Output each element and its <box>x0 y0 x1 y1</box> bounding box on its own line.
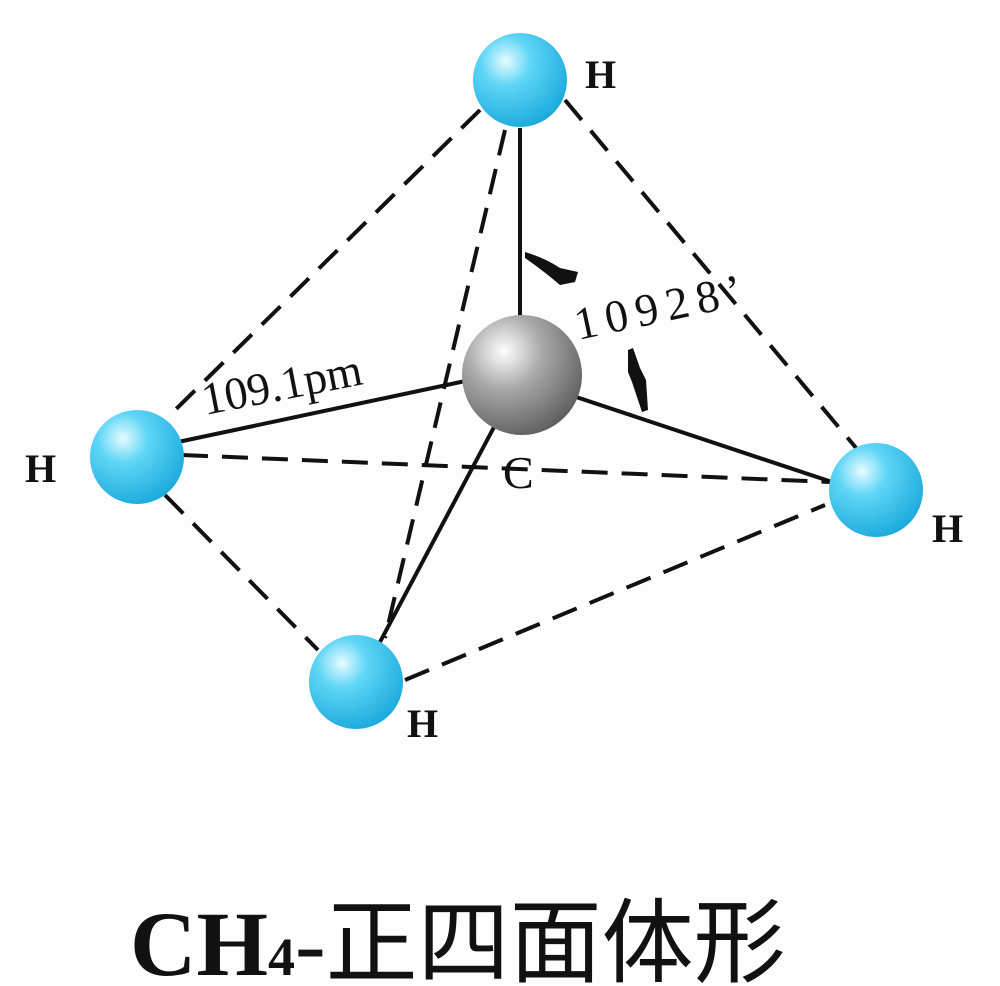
bond-bottom <box>378 411 504 643</box>
caption-subscript: 4 <box>268 927 295 986</box>
edge-top-right <box>563 98 864 457</box>
angle-arrow-top <box>525 252 578 285</box>
hydrogen-atom-right <box>829 443 923 537</box>
label-h-right: H <box>932 506 963 551</box>
carbon-atom <box>462 315 582 435</box>
bond-left <box>177 378 471 444</box>
edge-bottom-right <box>404 503 826 682</box>
caption-text: -正四面体形 <box>295 893 786 986</box>
bond-length-label: 109.1pm <box>197 344 366 425</box>
caption-formula: CH <box>130 893 268 986</box>
label-h-top: H <box>585 52 616 97</box>
label-h-bottom: H <box>407 701 438 746</box>
bond-angle-label: 10928’ <box>569 263 754 350</box>
bonds <box>177 128 833 643</box>
edge-left-right <box>181 453 831 484</box>
hydrogen-atom-top <box>473 33 567 127</box>
angle-arrow-bottom <box>628 348 648 412</box>
angle-arrows <box>525 252 648 412</box>
hydrogen-atom-bottom <box>309 635 403 729</box>
hydrogen-atom-left <box>90 410 184 504</box>
label-c: C <box>503 447 534 498</box>
caption: CH4-正四面体形 <box>130 893 786 986</box>
label-h-left: H <box>25 446 56 491</box>
edge-left-bottom <box>163 493 320 652</box>
edge-top-left <box>168 108 482 417</box>
bond-right <box>554 388 833 484</box>
